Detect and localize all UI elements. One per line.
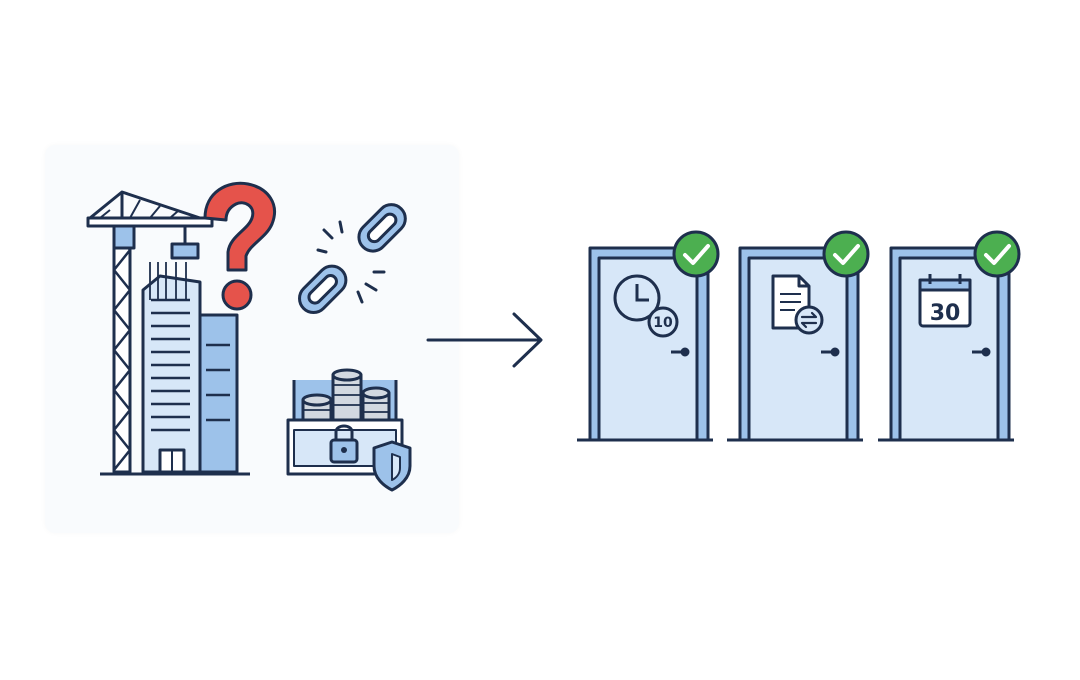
calendar-day-number: 30 bbox=[930, 301, 961, 326]
calendar-icon: 30 bbox=[918, 274, 972, 328]
door-3: 30 bbox=[878, 230, 1021, 442]
checkmark-icon bbox=[672, 230, 720, 278]
door-1: 10 bbox=[577, 230, 720, 442]
document-sync-icon bbox=[771, 274, 824, 335]
checkmark-icon bbox=[822, 230, 870, 278]
right-arrow-icon bbox=[426, 312, 543, 368]
door-2 bbox=[727, 230, 870, 442]
checkmark-icon bbox=[973, 230, 1021, 278]
shield-icon bbox=[372, 440, 412, 492]
broken-chain-icon bbox=[298, 203, 407, 314]
office-building-icon bbox=[100, 262, 250, 476]
padlock-icon bbox=[329, 424, 359, 464]
clock-icon: 10 bbox=[613, 274, 679, 338]
clock-badge-number: 10 bbox=[653, 315, 673, 331]
construction-crane-icon bbox=[86, 190, 214, 474]
question-mark-icon bbox=[203, 181, 276, 311]
